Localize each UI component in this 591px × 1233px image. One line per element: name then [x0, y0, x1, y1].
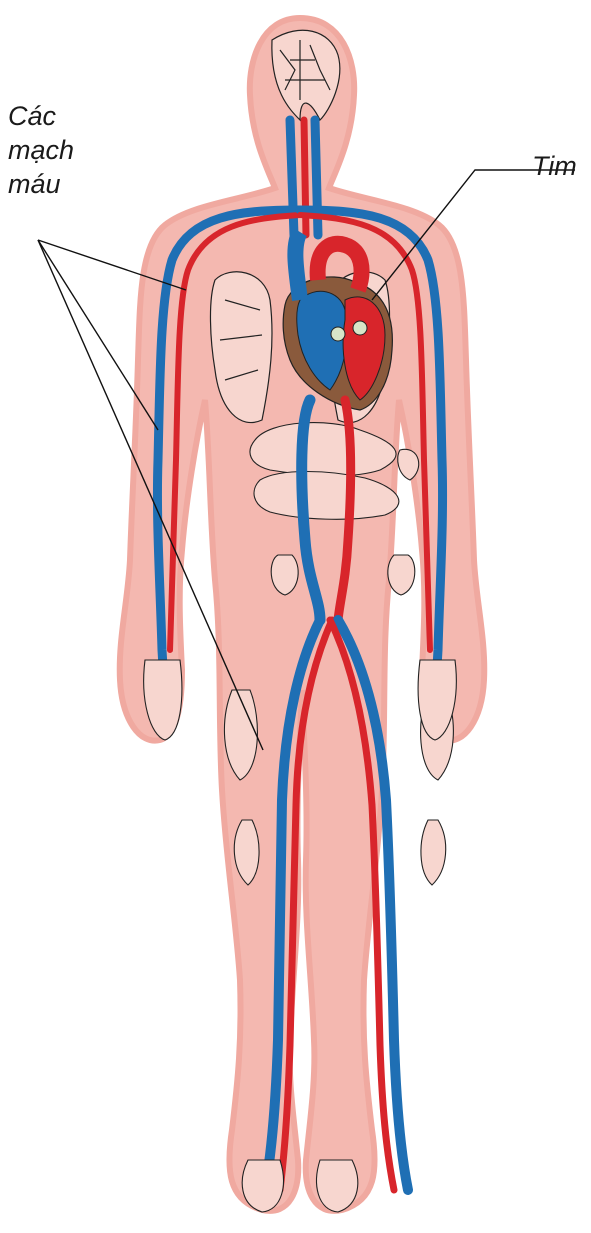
- vessels-label-line-3: máu: [8, 168, 158, 202]
- vessels-label: Các mạch máu: [8, 100, 158, 201]
- vessels-label-line-1: Các: [8, 100, 158, 134]
- heart-label: Tim: [532, 150, 577, 184]
- vessels-label-line-2: mạch: [8, 134, 158, 168]
